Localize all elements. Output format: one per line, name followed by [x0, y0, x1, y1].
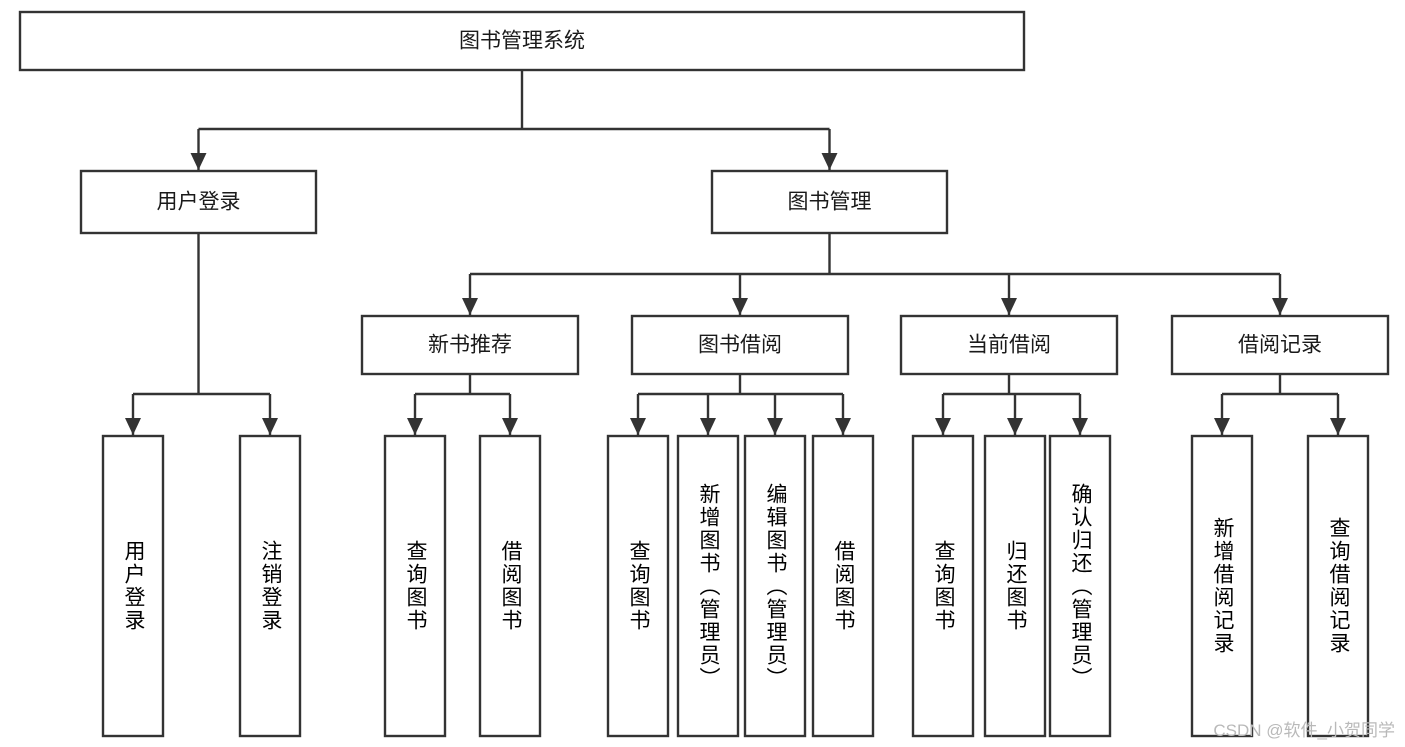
- connector-layer: [125, 70, 1346, 435]
- node-label-leaf-borrow-book-2: 借阅图书: [832, 540, 855, 632]
- arrow-head-icon: [835, 418, 851, 435]
- arrow-head-icon: [502, 418, 518, 435]
- node-label-leaf-query-book-1: 查询图书: [404, 540, 427, 632]
- node-box-leaf-confirm-return: [1048, 434, 1112, 738]
- node-label-book-borrow: 图书借阅: [698, 334, 782, 357]
- node-box-leaf-user-login: [101, 434, 165, 738]
- node-leaf-query-book-2[interactable]: 查询图书: [606, 434, 670, 738]
- arrow-head-icon: [1007, 418, 1023, 435]
- arrow-head-icon: [190, 153, 207, 170]
- node-box-new-book-recommend: [360, 314, 580, 376]
- arrow-head-icon: [125, 418, 141, 435]
- node-leaf-add-record[interactable]: 新增借阅记录: [1190, 434, 1254, 738]
- node-label-leaf-borrow-book-1: 借阅图书: [499, 540, 522, 632]
- node-box-leaf-query-book-3: [911, 434, 975, 738]
- node-label-wrap-leaf-add-record: 新增借阅记录: [1211, 517, 1234, 655]
- arrow-head-icon: [1272, 298, 1288, 315]
- node-borrow-record[interactable]: 借阅记录: [1170, 314, 1390, 376]
- node-leaf-user-login[interactable]: 用户登录: [101, 434, 165, 738]
- node-label-wrap-leaf-user-login: 用户登录: [122, 540, 145, 632]
- arrow-head-icon: [262, 418, 278, 435]
- node-label-leaf-edit-book: 编辑图书（管理员）: [764, 482, 787, 690]
- node-label-leaf-add-record: 新增借阅记录: [1211, 517, 1234, 655]
- node-label-wrap-leaf-query-book-2: 查询图书: [627, 540, 650, 632]
- node-leaf-borrow-book-1[interactable]: 借阅图书: [478, 434, 542, 738]
- arrow-head-icon: [1072, 418, 1088, 435]
- node-leaf-logout[interactable]: 注销登录: [238, 434, 302, 738]
- node-label-book-management: 图书管理: [788, 191, 872, 214]
- arrow-head-icon: [462, 298, 478, 315]
- node-box-leaf-logout: [238, 434, 302, 738]
- node-box-leaf-borrow-book-2: [811, 434, 875, 738]
- node-leaf-edit-book[interactable]: 编辑图书（管理员）: [743, 434, 807, 738]
- node-box-user-login: [79, 169, 318, 235]
- node-label-leaf-logout: 注销登录: [259, 540, 282, 632]
- node-box-leaf-query-book-1: [383, 434, 447, 738]
- node-label-current-borrow: 当前借阅: [967, 334, 1051, 357]
- arrow-head-icon: [1214, 418, 1230, 435]
- arrow-head-icon: [700, 418, 716, 435]
- node-label-wrap-leaf-query-book-1: 查询图书: [404, 540, 427, 632]
- node-box-current-borrow: [899, 314, 1119, 376]
- arrow-head-icon: [407, 418, 423, 435]
- node-box-leaf-return-book: [983, 434, 1047, 738]
- node-label-new-book-recommend: 新书推荐: [428, 334, 512, 357]
- arrow-head-icon: [767, 418, 783, 435]
- node-label-leaf-query-book-3: 查询图书: [932, 540, 955, 632]
- node-label-wrap-leaf-add-book: 新增图书（管理员）: [697, 482, 720, 690]
- node-label-user-login: 用户登录: [157, 191, 241, 214]
- node-box-root: [18, 10, 1026, 72]
- node-book-management[interactable]: 图书管理: [710, 169, 949, 235]
- node-label-wrap-leaf-query-book-3: 查询图书: [932, 540, 955, 632]
- node-label-leaf-add-book: 新增图书（管理员）: [697, 482, 720, 690]
- node-label-wrap-leaf-edit-book: 编辑图书（管理员）: [764, 482, 787, 690]
- node-box-leaf-edit-book: [743, 434, 807, 738]
- node-box-leaf-add-book: [676, 434, 740, 738]
- node-label-wrap-leaf-borrow-book-1: 借阅图书: [499, 540, 522, 632]
- node-box-leaf-add-record: [1190, 434, 1254, 738]
- node-label-wrap-leaf-logout: 注销登录: [259, 540, 282, 632]
- arrow-head-icon: [732, 298, 748, 315]
- node-label-leaf-confirm-return: 确认归还（管理员）: [1069, 482, 1092, 690]
- arrow-head-icon: [821, 153, 838, 170]
- node-leaf-add-book[interactable]: 新增图书（管理员）: [676, 434, 740, 738]
- node-label-borrow-record: 借阅记录: [1238, 334, 1322, 357]
- node-label-wrap-leaf-borrow-book-2: 借阅图书: [832, 540, 855, 632]
- node-user-login[interactable]: 用户登录: [79, 169, 318, 235]
- node-label-wrap-leaf-query-record: 查询借阅记录: [1327, 517, 1350, 655]
- node-box-leaf-query-book-2: [606, 434, 670, 738]
- node-box-leaf-query-record: [1306, 434, 1370, 738]
- arrow-head-icon: [1330, 418, 1346, 435]
- node-label-wrap-leaf-return-book: 归还图书: [1004, 540, 1027, 632]
- node-label-leaf-query-record: 查询借阅记录: [1327, 517, 1350, 655]
- node-leaf-borrow-book-2[interactable]: 借阅图书: [811, 434, 875, 738]
- arrow-head-icon: [1001, 298, 1017, 315]
- node-leaf-confirm-return[interactable]: 确认归还（管理员）: [1048, 434, 1112, 738]
- arrow-head-icon: [630, 418, 646, 435]
- node-label-leaf-user-login: 用户登录: [122, 540, 145, 632]
- node-leaf-query-book-3[interactable]: 查询图书: [911, 434, 975, 738]
- node-leaf-query-book-1[interactable]: 查询图书: [383, 434, 447, 738]
- node-new-book-recommend[interactable]: 新书推荐: [360, 314, 580, 376]
- node-box-book-borrow: [630, 314, 850, 376]
- node-leaf-query-record[interactable]: 查询借阅记录: [1306, 434, 1370, 738]
- node-label-root: 图书管理系统: [459, 30, 585, 53]
- arrow-head-icon: [935, 418, 951, 435]
- node-box-borrow-record: [1170, 314, 1390, 376]
- node-current-borrow[interactable]: 当前借阅: [899, 314, 1119, 376]
- node-label-leaf-return-book: 归还图书: [1004, 540, 1027, 632]
- node-label-wrap-leaf-confirm-return: 确认归还（管理员）: [1069, 482, 1092, 690]
- node-label-leaf-query-book-2: 查询图书: [627, 540, 650, 632]
- node-layer: 图书管理系统用户登录图书管理新书推荐图书借阅当前借阅借阅记录用户登录注销登录查询…: [18, 10, 1390, 738]
- node-leaf-return-book[interactable]: 归还图书: [983, 434, 1047, 738]
- node-book-borrow[interactable]: 图书借阅: [630, 314, 850, 376]
- node-root[interactable]: 图书管理系统: [18, 10, 1026, 72]
- node-box-book-management: [710, 169, 949, 235]
- node-box-leaf-borrow-book-1: [478, 434, 542, 738]
